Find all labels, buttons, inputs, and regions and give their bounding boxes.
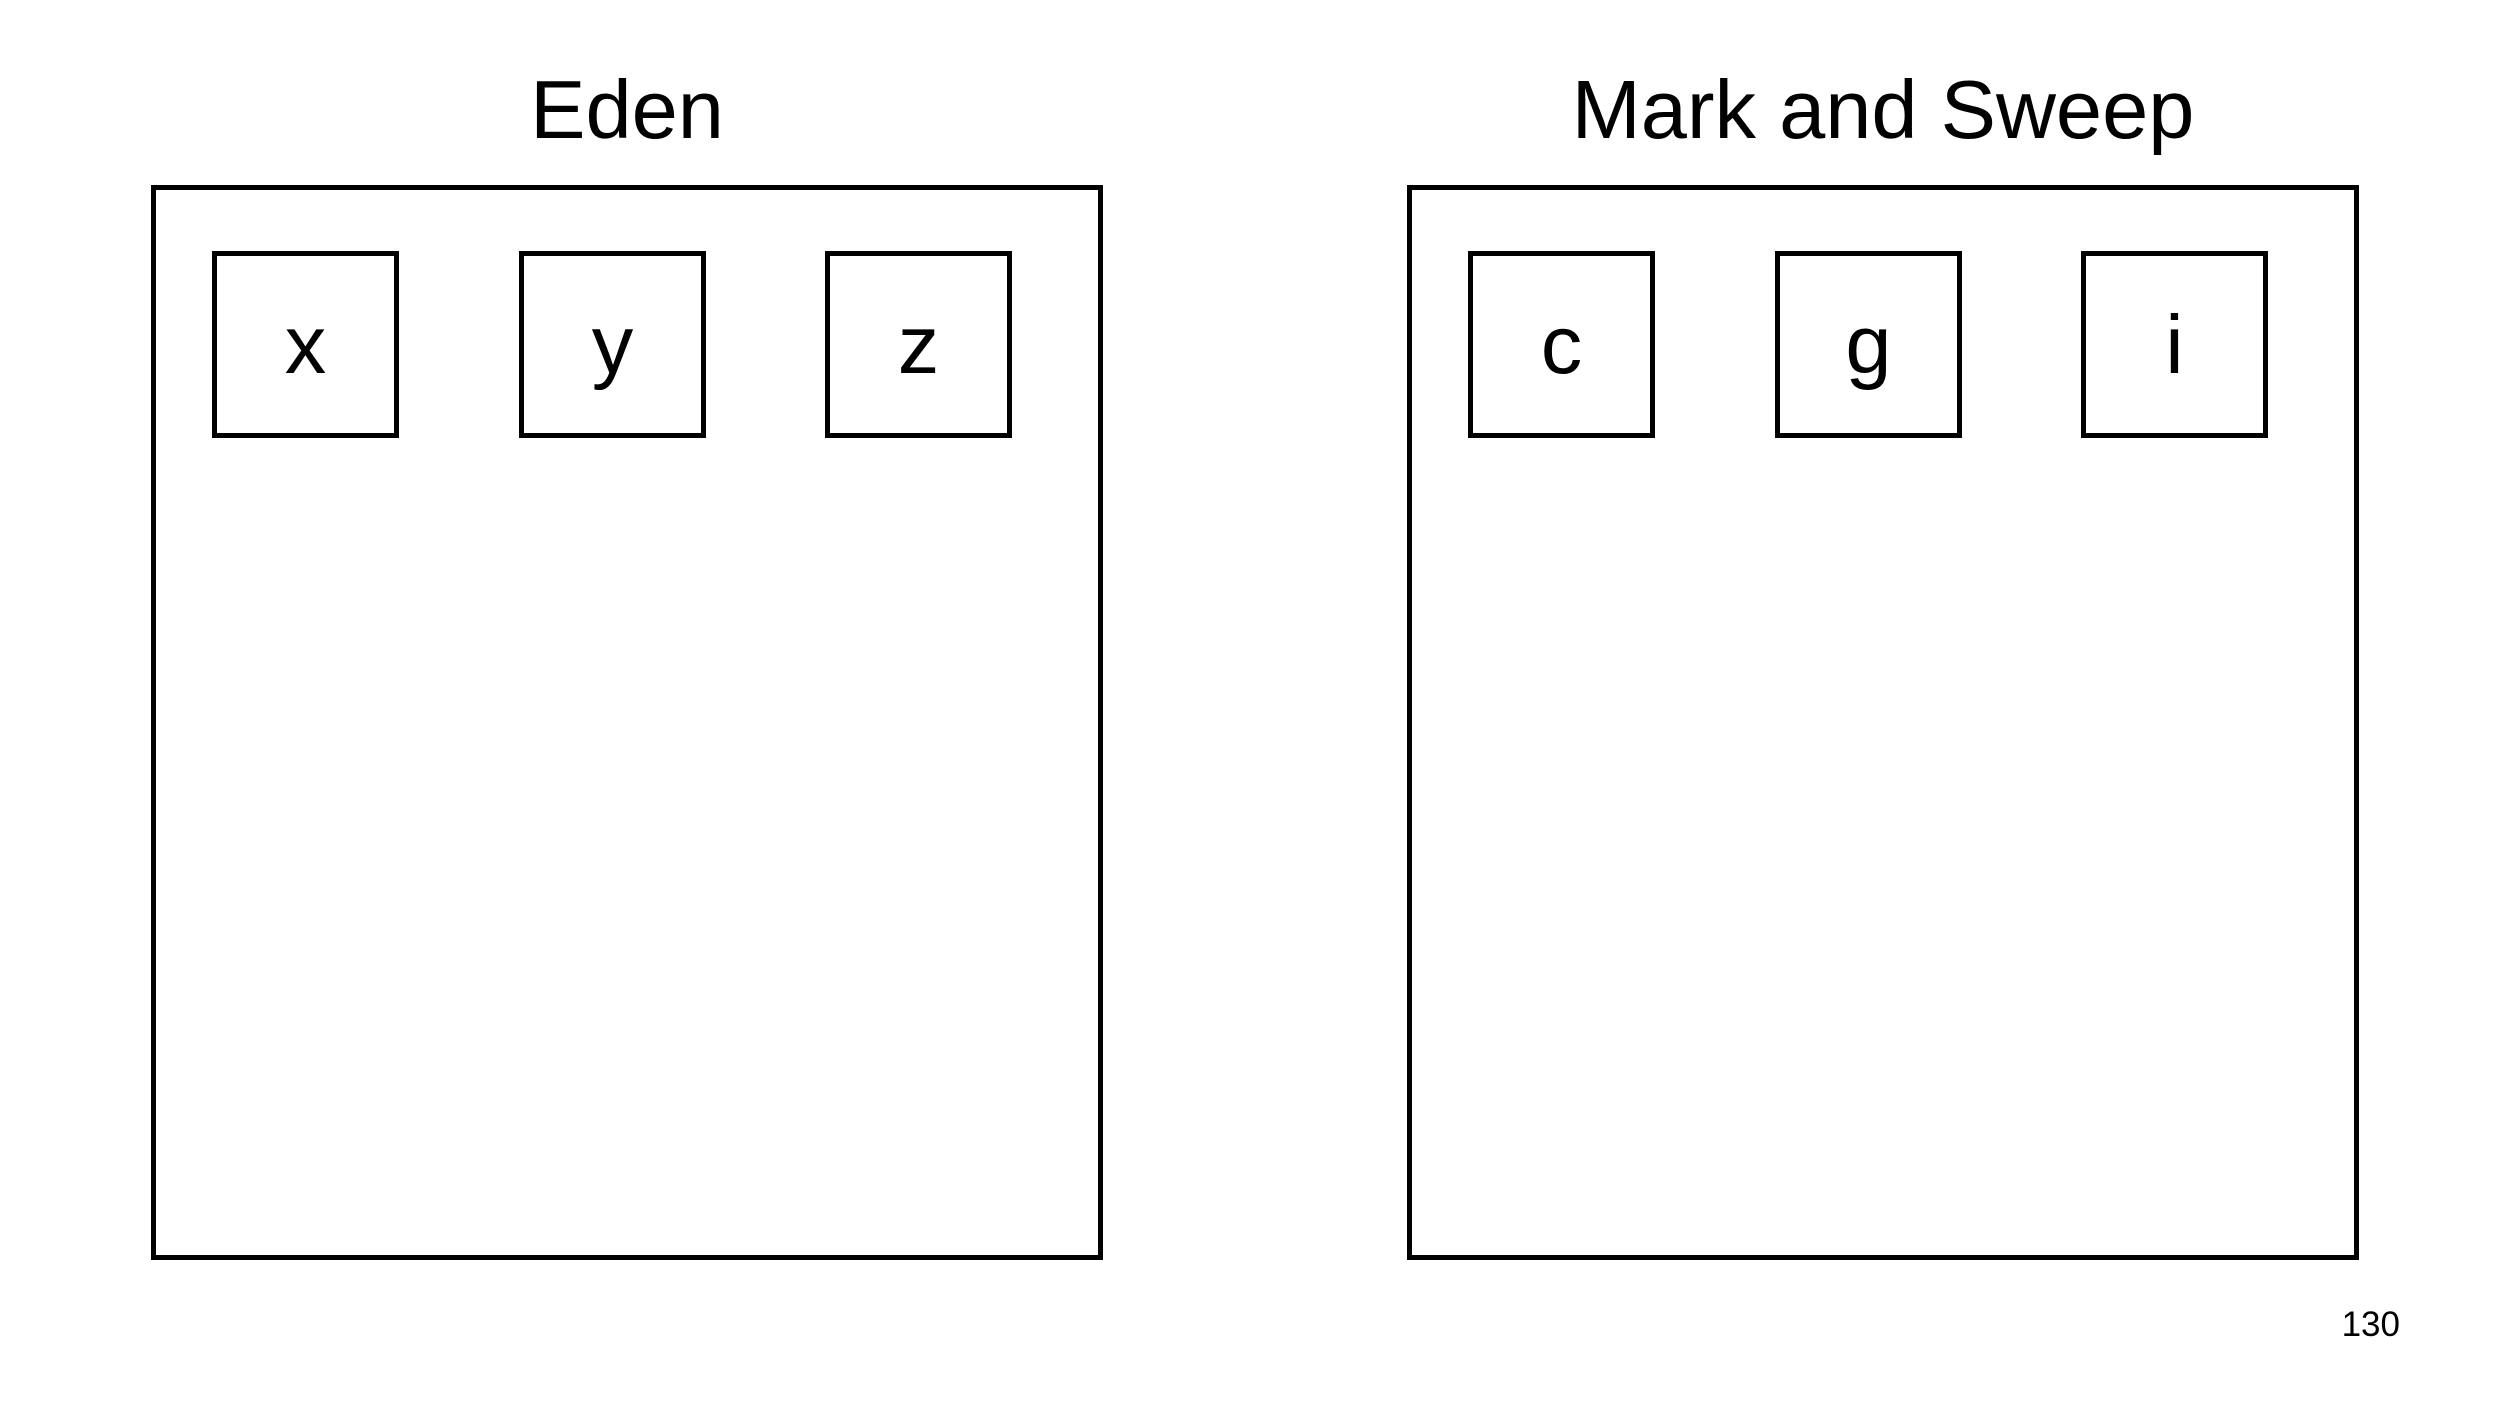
page-number: 130 — [2341, 1305, 2400, 1344]
eden-title: Eden — [530, 63, 724, 156]
mark-and-sweep-title: Mark and Sweep — [1571, 63, 2195, 156]
object-label: g — [1845, 298, 1892, 391]
object-label: i — [2165, 298, 2184, 391]
mark-and-sweep-object-box: i — [2081, 251, 2268, 438]
object-label: c — [1540, 298, 1583, 391]
eden-object-box: y — [519, 251, 706, 438]
eden-object-box: x — [212, 251, 399, 438]
object-label: z — [897, 298, 940, 391]
mark-and-sweep-object-box: g — [1775, 251, 1962, 438]
mark-and-sweep-region: c g i — [1407, 185, 2359, 1260]
object-label: y — [591, 298, 634, 391]
mark-and-sweep-object-box: c — [1468, 251, 1655, 438]
object-label: x — [284, 298, 327, 391]
eden-region: x y z — [151, 185, 1103, 1260]
eden-object-box: z — [825, 251, 1012, 438]
